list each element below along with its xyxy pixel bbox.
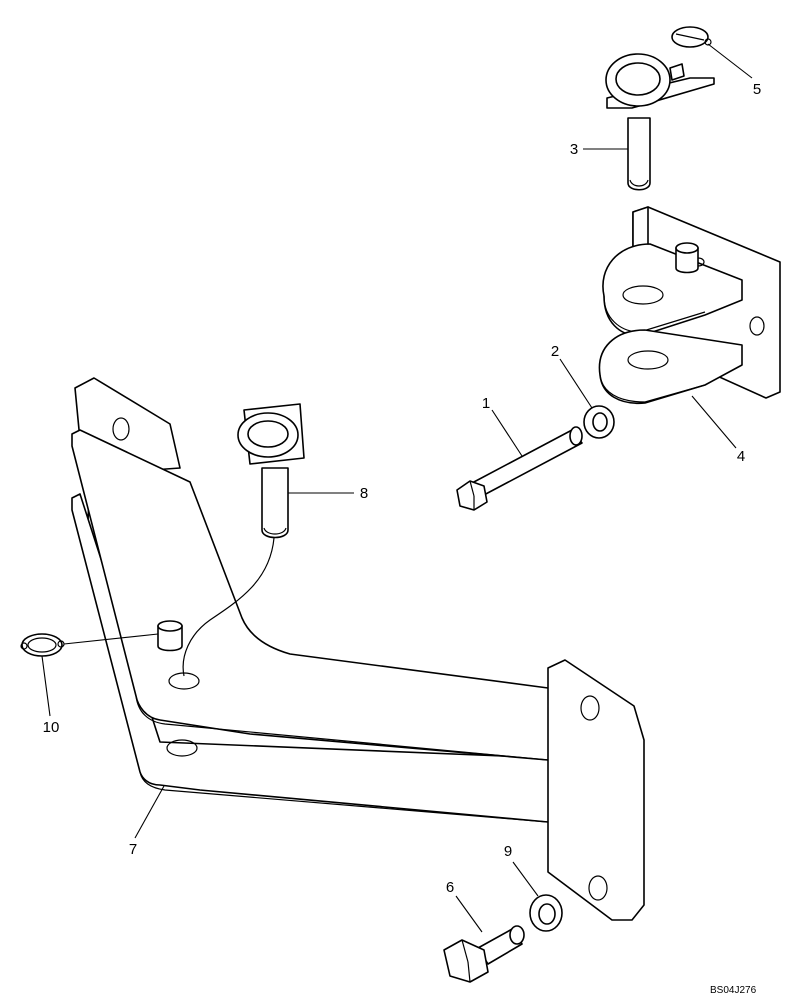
mounting-bracket [598,206,781,405]
leader-10-pin [63,633,159,645]
callout-8: 8 [360,485,368,502]
washer-lower [529,894,563,932]
callout-labels: 1 2 3 4 5 6 7 8 9 10 [43,81,762,896]
retaining-clip-upper [671,26,712,48]
leader-lines [41,43,753,933]
callout-6: 6 [446,879,454,896]
callout-9: 9 [504,843,512,860]
callout-4: 4 [737,448,745,465]
lynch-pin-upper [605,53,715,191]
leader-6 [455,895,483,933]
leader-2 [559,358,593,409]
callout-10: 10 [43,719,60,736]
long-bolt [456,426,583,511]
callout-1: 1 [482,395,490,412]
leader-7 [134,785,165,839]
leader-4 [691,395,737,449]
lynch-pin-lower [182,403,305,677]
washer-upper [583,405,615,439]
leader-9 [512,861,539,897]
callout-2: 2 [551,343,559,360]
leader-5 [707,43,753,79]
callout-7: 7 [129,841,137,858]
main-arm-weldment [71,377,645,921]
retaining-clip-lower [20,633,65,657]
drawing-reference-code: BS04J276 [710,985,757,996]
short-bolt [443,925,525,983]
leader-10 [41,655,51,717]
leader-1 [491,409,523,457]
callout-3: 3 [570,141,578,158]
callout-5: 5 [753,81,761,98]
